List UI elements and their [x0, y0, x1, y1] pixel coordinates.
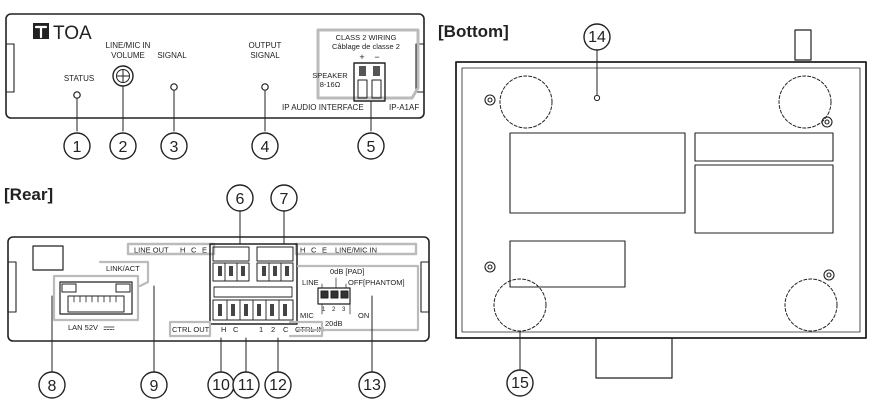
line-mic-pin-c: C — [311, 246, 317, 255]
status-led — [73, 91, 81, 99]
link-act-label: LINK/ACT — [106, 264, 140, 273]
callout-num-12: 12 — [269, 377, 287, 394]
callout-num-5: 5 — [367, 139, 376, 156]
callout-num-9: 9 — [150, 378, 159, 395]
model-name: IP-A1AF — [389, 103, 419, 112]
ctrl-in-pin-c: C — [283, 325, 289, 334]
line-mic-in-rear-label: LINE/MIC IN — [335, 246, 377, 255]
input-signal-led — [170, 83, 178, 91]
front-panel: TOA STATUS LINE/MIC IN VOLUME SIGNAL OUT… — [5, 13, 425, 132]
dc-symbol-icon — [103, 326, 115, 330]
ctrl-out-label: CTRL OUT — [172, 325, 210, 334]
speaker-label: SPEAKER — [312, 71, 348, 80]
reset-hole — [593, 94, 601, 102]
line-out-pin-h: H — [180, 246, 185, 255]
status-label: STATUS — [64, 74, 94, 83]
bottom-view — [455, 29, 867, 379]
callout-7 — [270, 184, 298, 212]
brand-name: TOA — [53, 23, 92, 44]
input-signal-label: SIGNAL — [157, 51, 187, 60]
output-signal-led — [261, 83, 269, 91]
rear-panel: LINE OUT H C E H C E LINE/MIC IN LAN 52V… — [7, 210, 430, 373]
line-mic-pin-e: E — [322, 246, 327, 255]
callout-num-8: 8 — [48, 378, 57, 395]
callout-9 — [140, 371, 168, 399]
callout-num-14: 14 — [588, 29, 606, 46]
callout-3 — [160, 132, 188, 160]
callout-num-4: 4 — [261, 139, 270, 156]
callout-num-11: 11 — [238, 377, 255, 394]
callout-num-6: 6 — [236, 191, 245, 208]
callout-num-15: 15 — [511, 375, 529, 392]
callout-numbers: 1 2 3 4 5 6 7 8 9 10 11 12 13 14 15 — [48, 29, 606, 395]
callout-2 — [109, 132, 137, 160]
speaker-plus: + — [359, 52, 364, 62]
line-mode-label: LINE — [302, 278, 319, 287]
callout-num-3: 3 — [170, 139, 179, 156]
line-mic-pin-h: H — [300, 246, 305, 255]
phantom-on-label: ON — [358, 311, 369, 320]
volume-label: VOLUME — [111, 51, 145, 60]
callout-num-1: 1 — [73, 139, 82, 156]
dip-switch-icon — [317, 287, 351, 305]
rear-section-title: [Rear] — [4, 185, 53, 204]
callout-8 — [38, 371, 66, 399]
off-phantom-label: OFF[PHANTOM] — [348, 278, 405, 287]
callout-num-13: 13 — [363, 377, 381, 394]
line-mic-in-label: LINE/MIC IN — [106, 41, 151, 50]
lan-label: LAN 52V — [68, 323, 98, 332]
speaker-minus: − — [374, 52, 379, 62]
dip-num-3: 3 — [342, 307, 346, 313]
callouts — [38, 23, 611, 399]
ctrl-in-pin-1: 1 — [259, 325, 263, 334]
ctrl-out-pin-c: C — [233, 325, 239, 334]
terminal-block-icon — [209, 243, 298, 325]
class2-wiring-fr-label: Câblage de classe 2 — [332, 42, 400, 51]
dip-num-1: 1 — [322, 307, 326, 313]
line-out-pin-c: C — [191, 246, 197, 255]
callout-4 — [251, 132, 279, 160]
line-out-label: LINE OUT — [134, 246, 169, 255]
callout-5 — [357, 132, 385, 160]
pad-label: 0dB [PAD] — [330, 267, 364, 276]
callout-1 — [63, 132, 91, 160]
speaker-impedance: 8-16Ω — [320, 80, 341, 89]
callout-6 — [226, 184, 254, 212]
callout-num-7: 7 — [280, 191, 289, 208]
line-out-pin-e: E — [202, 246, 207, 255]
ctrl-out-pin-h: H — [221, 325, 226, 334]
bottom-section-title: [Bottom] — [438, 22, 509, 41]
speaker-terminal-icon — [353, 62, 386, 102]
dip-num-2: 2 — [332, 307, 336, 313]
lan-port-icon — [52, 274, 140, 322]
toa-logo-icon — [33, 23, 49, 39]
product-name: IP AUDIO INTERFACE — [282, 103, 364, 112]
callout-14 — [583, 23, 611, 51]
callout-num-10: 10 — [212, 377, 230, 394]
mic-mode-label: MIC — [300, 311, 314, 320]
callout-num-2: 2 — [119, 139, 128, 156]
callout-15 — [506, 369, 534, 397]
callout-13 — [358, 371, 386, 399]
ctrl-in-pin-2: 2 — [271, 325, 275, 334]
output-signal-label: SIGNAL — [250, 51, 280, 60]
callout-12 — [264, 371, 292, 399]
volume-knob-icon — [112, 65, 134, 87]
db20-label: 20dB — [325, 319, 343, 328]
callout-11 — [232, 371, 260, 399]
output-label: OUTPUT — [249, 41, 282, 50]
class2-wiring-label: CLASS 2 WIRING — [336, 33, 397, 42]
